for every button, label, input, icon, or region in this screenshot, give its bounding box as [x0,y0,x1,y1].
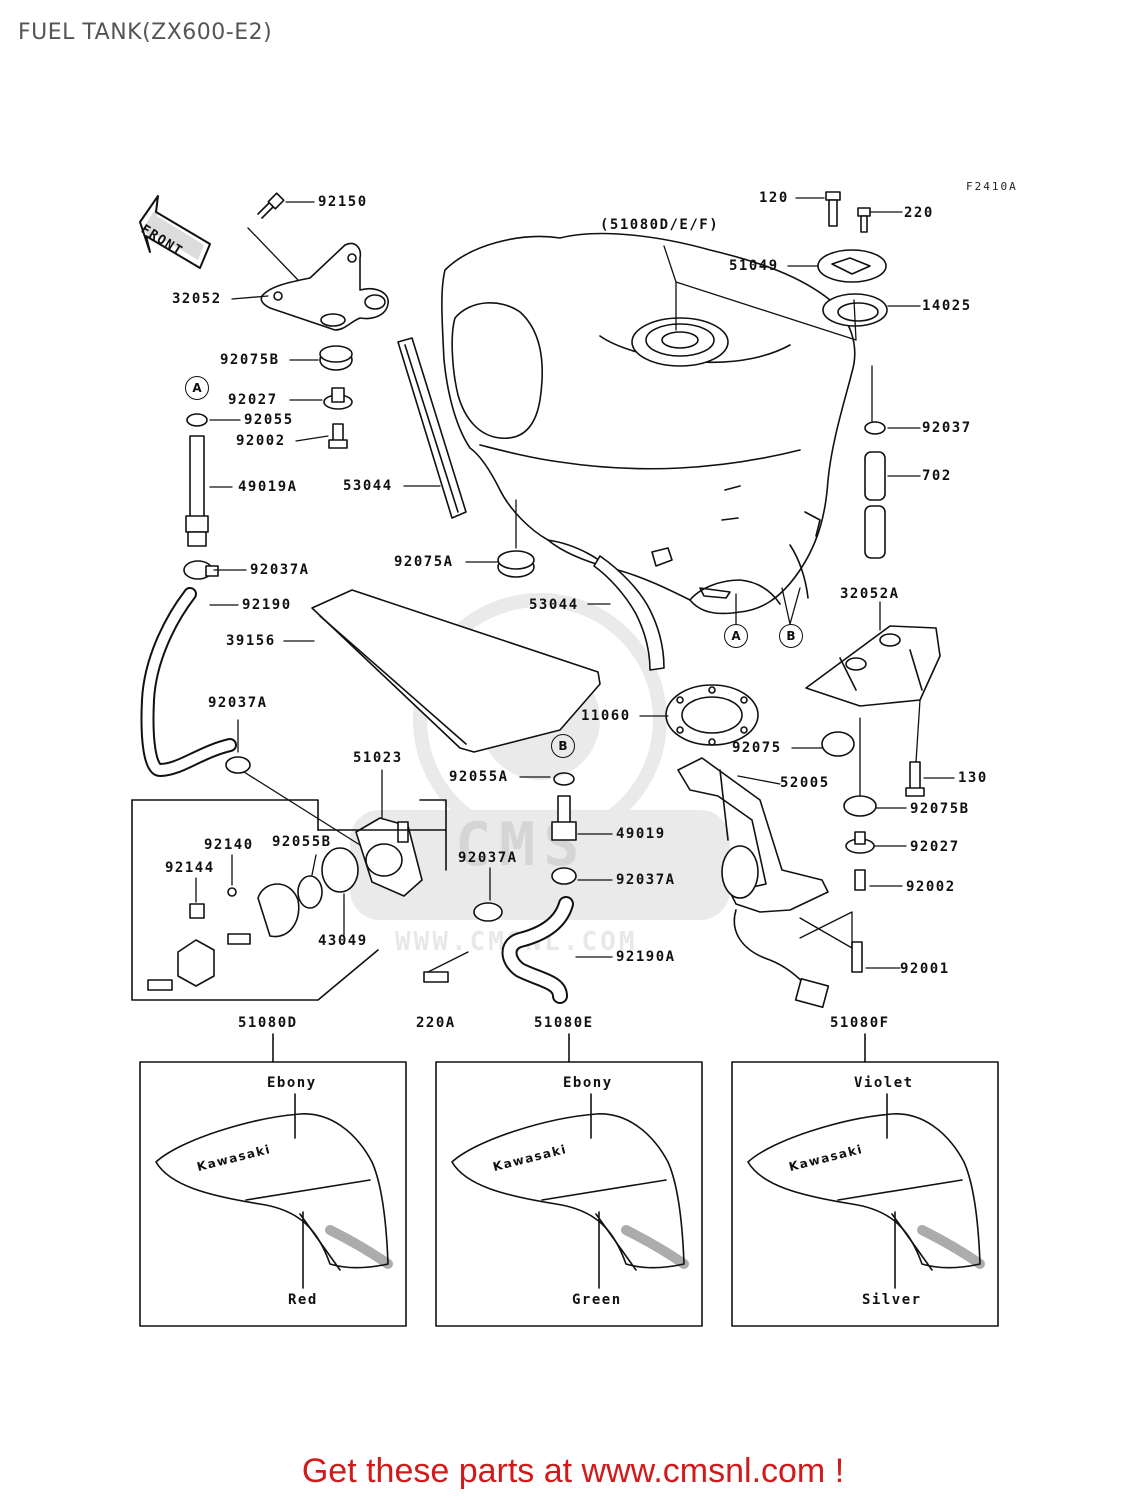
variant-3-top-color: Violet [854,1075,914,1091]
callout-92075: 92075 [732,740,782,756]
callout-92037A-left: 92037A [250,562,310,578]
fuel-tank-drawing [441,232,856,615]
hose-702 [864,451,886,501]
fuel-cock-51023 [355,817,503,922]
variant-boxes [139,1033,999,1327]
callout-92037A-center: 92037A [458,850,518,866]
o-ring-92055B [297,875,323,909]
front-arrow-icon [139,195,211,269]
callout-51049: 51049 [729,258,779,274]
callout-92037A-right: 92037A [616,872,676,888]
callout-92027-right: 92027 [910,839,960,855]
callout-220: 220 [904,205,934,221]
screw-220A [423,971,449,983]
callout-92075B-right: 92075B [910,801,970,817]
variant-part-3: 51080F [830,1015,890,1031]
gasket-11060 [665,684,759,746]
callout-11060: 11060 [581,708,631,724]
pipe-49019A [189,435,205,519]
callout-702: 702 [922,468,952,484]
callout-49019: 49019 [616,826,666,842]
callout-14025: 14025 [922,298,972,314]
marker-a-right: A [724,624,748,648]
callout-53044-b: 53044 [529,597,579,613]
bolt-92150 [257,192,285,219]
variant-part-2: 51080E [534,1015,594,1031]
damper-92075B-right [843,795,877,817]
callout-92037A-middle: 92037A [208,695,268,711]
knob [177,939,215,987]
variant-1-bottom-color: Red [288,1292,318,1308]
pad-39156 [311,589,601,753]
bracket-32052 [260,242,389,331]
page-title: FUEL TANK(ZX600-E2) [18,20,273,45]
callout-92037: 92037 [922,420,972,436]
callout-92002-right: 92002 [906,879,956,895]
screw-220 [857,207,871,217]
callout-92001: 92001 [900,961,950,977]
promo-banner[interactable]: Get these parts at www.cmsnl.com ! [301,1452,845,1490]
callout-92055: 92055 [244,412,294,428]
marker-b-center: B [551,734,575,758]
callout-92150: 92150 [318,194,368,210]
o-ring-92055 [186,413,208,427]
callout-92055A: 92055A [449,769,509,785]
figure-code: F2410A [966,180,1018,193]
callout-53044-a: 53044 [343,478,393,494]
bracket-32052A [805,625,941,707]
lever-plate [257,883,300,938]
callout-92002-left: 92002 [236,433,286,449]
variant-part-1: 51080D [238,1015,298,1031]
callout-92055B: 92055B [272,834,332,850]
clamp-92037A-right [551,867,577,885]
variant-3-bottom-color: Silver [862,1292,922,1308]
bolt-92002-right [854,869,866,891]
callout-92190A: 92190A [616,949,676,965]
bolt-92001 [851,941,863,973]
callout-92140: 92140 [204,837,254,853]
callout-49019A: 49019A [238,479,298,495]
variant-2-bottom-color: Green [572,1292,622,1308]
o-ring-92055A [553,772,575,786]
variant-2-top-color: Ebony [563,1075,613,1091]
callout-51080DEF: (51080D/E/F) [600,217,720,233]
marker-a-left: A [185,376,209,400]
spring-92144 [189,903,205,919]
callout-220A: 220A [416,1015,456,1031]
callout-52005: 52005 [780,775,830,791]
callout-39156: 39156 [226,633,276,649]
clamp-92037A-middle [225,756,251,774]
fuel-pump-52005 [677,757,830,1009]
damper-92075 [821,731,855,757]
leader-lines [195,197,955,973]
callout-130: 130 [958,770,988,786]
cap-51049 [817,249,887,283]
callout-92027-left: 92027 [228,392,278,408]
callout-92144: 92144 [165,860,215,876]
callout-51023: 51023 [353,750,403,766]
marker-b-right: B [779,624,803,648]
callout-32052: 32052 [172,291,222,307]
callout-92190: 92190 [242,597,292,613]
rubber-strip-bottom [593,555,665,671]
variant-1-top-color: Ebony [267,1075,317,1091]
callout-92075B-left: 92075B [220,352,280,368]
detail-box [131,799,447,831]
ball-92140 [227,887,237,897]
gasket-43049 [321,847,359,893]
bolt-120 [825,191,841,201]
callout-120: 120 [759,190,789,206]
callout-92075A: 92075A [394,554,454,570]
callout-43049: 43049 [318,933,368,949]
clip-92037 [864,421,886,435]
callout-32052A: 32052A [840,586,900,602]
